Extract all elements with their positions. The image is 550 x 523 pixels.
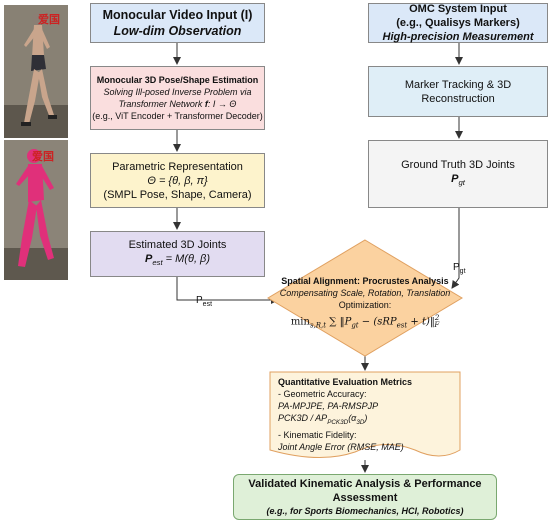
validated-line3: (e.g., for Sports Biomechanics, HCI, Rob… bbox=[266, 506, 464, 516]
alignment-line2: Optimization: bbox=[338, 300, 392, 310]
runner-figure bbox=[4, 5, 68, 138]
ground-truth-formula: Pgt bbox=[451, 172, 465, 188]
pose-estimation-box: Monocular 3D Pose/Shape Estimation Solvi… bbox=[90, 66, 265, 130]
parametric-box: Parametric Representation Θ = {θ, β, π} … bbox=[90, 153, 265, 208]
metrics-title: Quantitative Evaluation Metrics bbox=[278, 377, 413, 387]
estimated-joints-title: Estimated 3D Joints bbox=[128, 238, 227, 251]
video-input-title: Monocular Video Input (I) bbox=[102, 8, 253, 22]
pose-estimation-line2: Transformer Network f: I → Θ bbox=[118, 99, 237, 109]
validated-box: Validated Kinematic Analysis & Performan… bbox=[233, 474, 497, 520]
metrics-text: Quantitative Evaluation Metrics - Geomet… bbox=[278, 376, 458, 453]
video-input-box: Monocular Video Input (I) Low-dim Observ… bbox=[90, 3, 265, 43]
marker-tracking-box: Marker Tracking & 3D Reconstruction bbox=[368, 66, 548, 117]
photo-overlay-text-top: 爱国 bbox=[38, 13, 60, 26]
metrics-item3: PCK3D / APPCK3D(α3D) bbox=[278, 413, 368, 426]
omc-input-subtitle: High-precision Measurement bbox=[382, 31, 534, 43]
metrics-item1: - Geometric Accuracy: bbox=[278, 389, 367, 399]
alignment-diamond bbox=[267, 239, 463, 357]
validated-line2: Assessment bbox=[332, 492, 398, 504]
pose-estimation-title: Monocular 3D Pose/Shape Estimation bbox=[96, 75, 259, 85]
metrics-item4: - Kinematic Fidelity: bbox=[278, 429, 357, 440]
marker-tracking-line1: Marker Tracking & 3D bbox=[404, 78, 512, 91]
omc-input-box: OMC System Input (e.g., Qualisys Markers… bbox=[368, 3, 548, 43]
metrics-document-shape bbox=[269, 371, 461, 458]
edge-label-pgt: Pgt bbox=[453, 262, 466, 275]
estimated-joints-box: Estimated 3D Joints Pest = M(θ, β) bbox=[90, 231, 265, 277]
photo-overlay-text-bottom: 爱国 bbox=[32, 150, 54, 163]
edge-label-pest: Pest bbox=[196, 295, 213, 308]
parametric-detail: (SMPL Pose, Shape, Camera) bbox=[103, 188, 252, 201]
arrow-groundtruth-to-alignment bbox=[451, 208, 460, 289]
validated-line1: Validated Kinematic Analysis & Performan… bbox=[248, 478, 482, 490]
runner-photo-top: 爱国 bbox=[4, 5, 68, 138]
pink-mesh-figure bbox=[4, 140, 68, 280]
mesh-overlay-photo: 爱国 bbox=[4, 140, 68, 280]
parametric-title: Parametric Representation bbox=[112, 160, 243, 173]
parametric-formula: Θ = {θ, β, π} bbox=[147, 174, 208, 187]
estimated-joints-formula: Pest = M(θ, β) bbox=[145, 252, 210, 268]
alignment-title: Spatial Alignment: Procrustes Analysis bbox=[281, 276, 449, 286]
omc-input-title: OMC System Input bbox=[409, 3, 507, 15]
metrics-item2: PA-MPJPE, PA-RMSPJP bbox=[278, 401, 379, 411]
ground-truth-title: Ground Truth 3D Joints bbox=[401, 158, 515, 171]
marker-tracking-line2: Reconstruction bbox=[421, 92, 495, 105]
metrics-item5: Joint Angle Error (RMSE, MAE) bbox=[278, 441, 404, 452]
alignment-line1: Compensating Scale, Rotation, Translatio… bbox=[279, 288, 451, 298]
omc-input-line2: (e.g., Qualisys Markers) bbox=[396, 17, 520, 29]
video-input-subtitle: Low-dim Observation bbox=[113, 24, 242, 38]
pose-estimation-line3: (e.g., ViT Encoder + Transformer Decoder… bbox=[92, 111, 263, 121]
alignment-text: Spatial Alignment: Procrustes Analysis C… bbox=[250, 275, 480, 332]
pose-estimation-line1: Solving Ill-posed Inverse Problem via bbox=[103, 87, 252, 97]
ground-truth-box: Ground Truth 3D Joints Pgt bbox=[368, 140, 548, 208]
arrow-joints-to-alignment bbox=[176, 277, 279, 304]
alignment-formula: mins,R,t ∑ ‖Pgt − (sRPest + t)‖2F bbox=[290, 314, 440, 330]
